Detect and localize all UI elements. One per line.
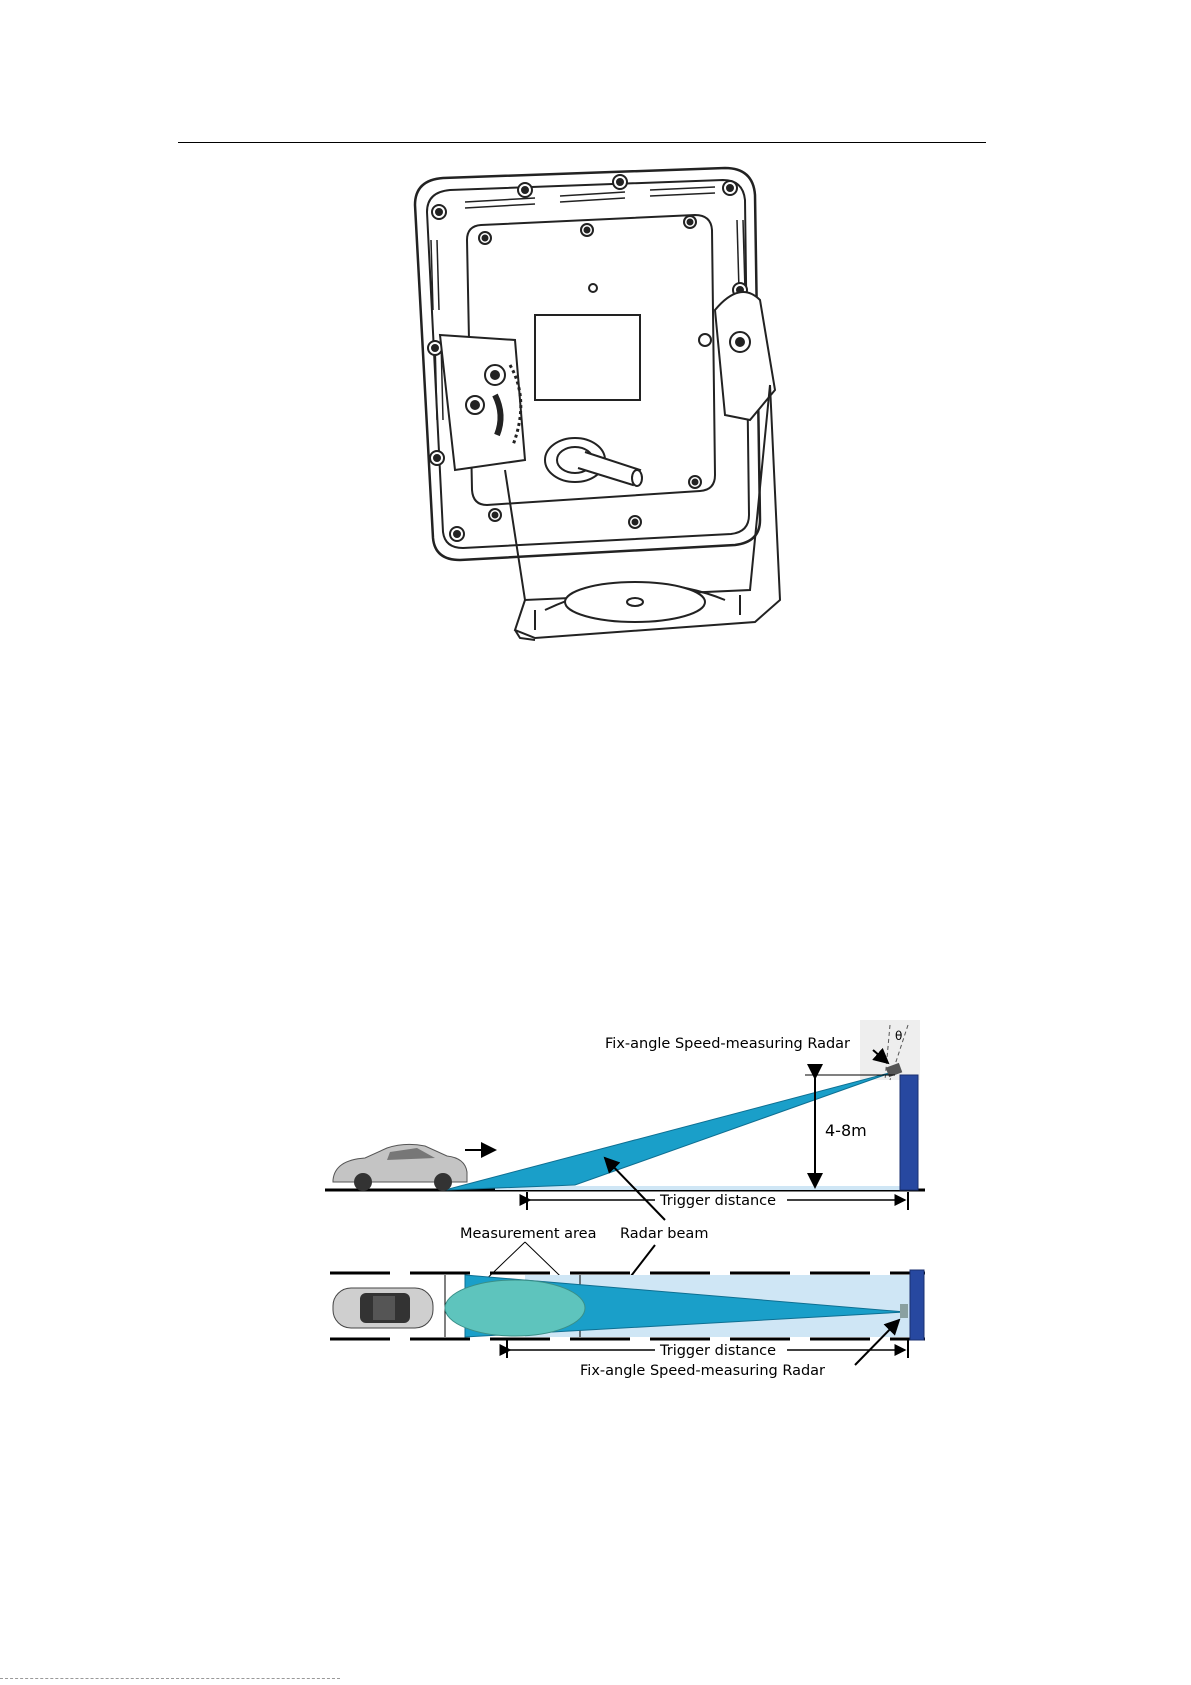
top-view: Trigger distance Fix-angle Speed-measuri… [330, 1270, 925, 1379]
angle-symbol: θ [895, 1029, 902, 1043]
height-label: 4-8m [825, 1121, 867, 1140]
radar-installation-diagram: 4-8m Fix-angle Speed-measuring Radar θ T… [325, 1020, 935, 1420]
top-radar-label: Fix-angle Speed-measuring Radar [580, 1363, 825, 1379]
side-radar-label: Fix-angle Speed-measuring Radar [605, 1036, 850, 1052]
radar-device-illustration [395, 160, 870, 695]
footer-rule [0, 1678, 340, 1679]
car-top-icon [333, 1288, 433, 1328]
header-rule [178, 142, 986, 143]
side-view: 4-8m Fix-angle Speed-measuring Radar θ T… [325, 1020, 925, 1210]
car-side-icon [333, 1144, 467, 1191]
side-trigger-label: Trigger distance [659, 1193, 776, 1209]
radar-beam-label: Radar beam [620, 1226, 708, 1242]
top-trigger-label: Trigger distance [659, 1343, 776, 1359]
measurement-area-label: Measurement area [460, 1226, 597, 1242]
